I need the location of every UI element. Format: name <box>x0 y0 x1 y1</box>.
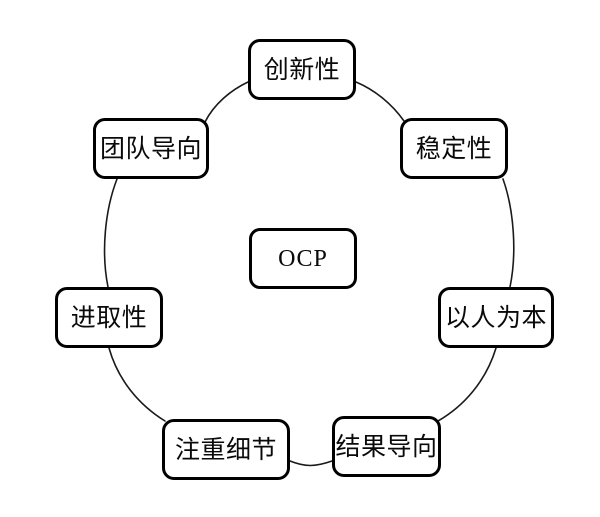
node-stability[interactable]: 稳定性 <box>400 118 508 179</box>
arc-stability-to-people <box>502 178 515 288</box>
node-people-first[interactable]: 以人为本 <box>438 287 554 348</box>
node-results-label: 结果导向 <box>335 432 438 461</box>
node-detail[interactable]: 注重细节 <box>162 419 290 480</box>
arc-people-to-results <box>437 347 497 422</box>
node-aggressive-label: 进取性 <box>70 303 148 332</box>
node-innovation[interactable]: 创新性 <box>248 39 356 100</box>
arc-innovation-to-stability <box>355 81 405 122</box>
node-aggressive[interactable]: 进取性 <box>55 287 163 348</box>
node-detail-label: 注重细节 <box>174 435 277 464</box>
node-team-label: 团队导向 <box>99 134 202 163</box>
node-stability-label: 稳定性 <box>415 134 493 163</box>
node-innovation-label: 创新性 <box>263 55 341 84</box>
arc-results-to-detail <box>289 460 333 467</box>
node-center-label: OCP <box>278 245 328 272</box>
arc-aggressive-to-team <box>103 178 118 288</box>
arc-detail-to-aggressive <box>108 347 166 422</box>
node-team[interactable]: 团队导向 <box>93 118 209 179</box>
node-center-ocp[interactable]: OCP <box>249 228 357 289</box>
node-people-first-label: 以人为本 <box>444 303 547 332</box>
arc-team-to-innovation <box>204 81 249 123</box>
node-results[interactable]: 结果导向 <box>332 416 441 477</box>
